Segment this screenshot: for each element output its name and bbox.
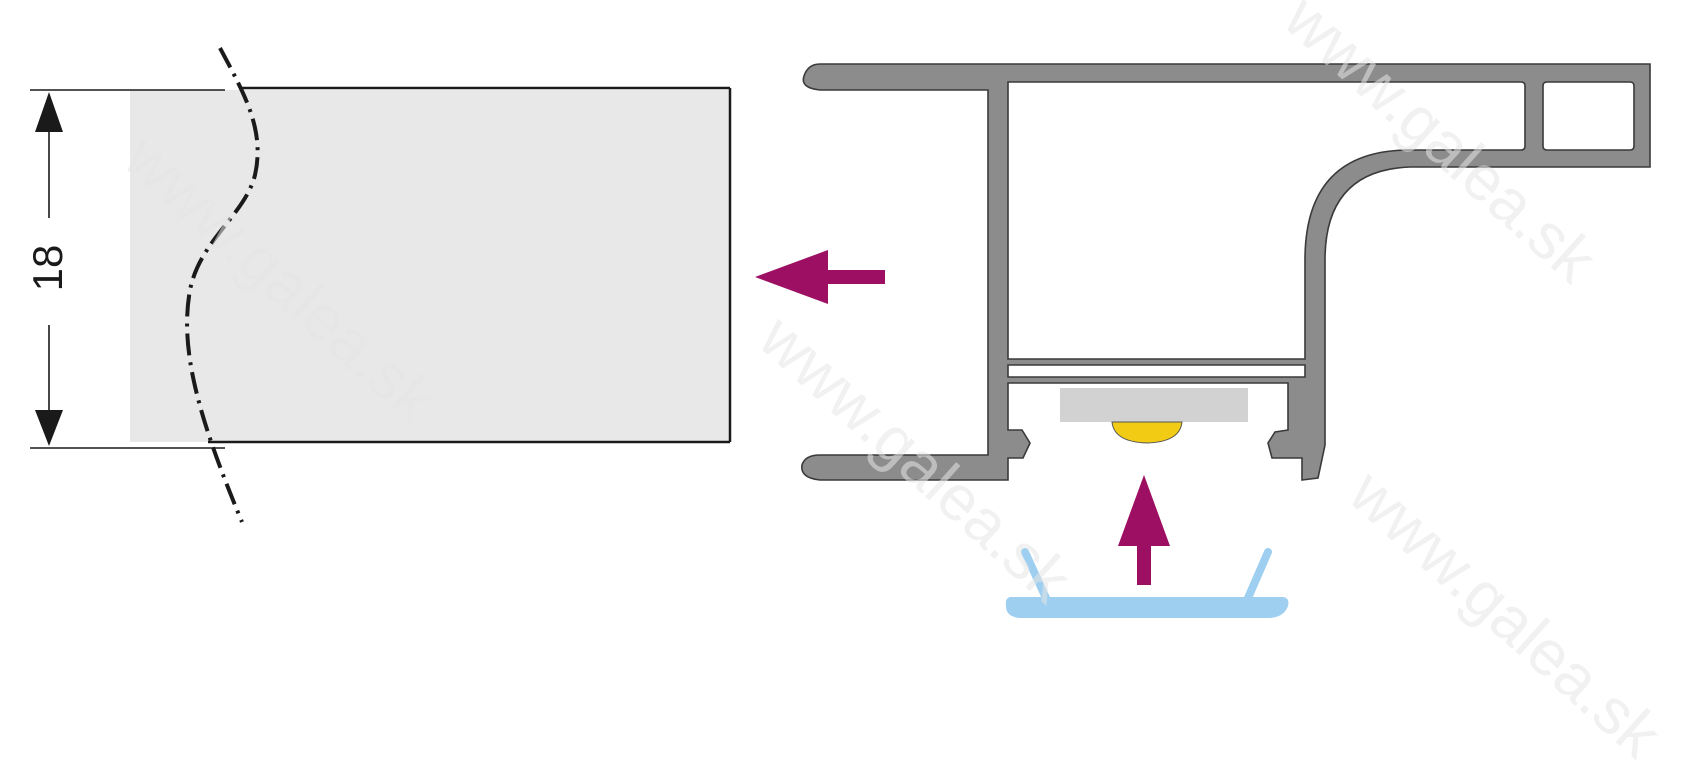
arrow-left-icon — [755, 250, 885, 304]
board-face — [130, 90, 730, 442]
led-strip-pcb — [1060, 388, 1248, 422]
dimension-arrowhead-down-icon — [35, 410, 63, 446]
diagram-canvas: 18 www.galea.sk www.galea.sk www.galea.s… — [24, 0, 1675, 771]
diffuser-cover — [1005, 548, 1289, 618]
led-chip — [1111, 421, 1183, 444]
dimension-annotation: 18 — [24, 89, 225, 449]
led-strip — [1060, 388, 1248, 444]
diffuser-right-clip — [1244, 548, 1272, 602]
dimension-value: 18 — [24, 245, 71, 292]
profile-channel-fill — [1008, 378, 1288, 380]
insert-arrows — [755, 250, 1170, 585]
profile-body — [801, 63, 1651, 481]
diagram-svg: 18 — [24, 47, 1651, 618]
aluminium-profile — [801, 63, 1651, 481]
board — [130, 47, 732, 523]
dimension-arrowhead-up-icon — [35, 92, 63, 132]
diffuser-left-clip — [1021, 548, 1050, 602]
break-line — [185, 47, 260, 523]
diffuser-body — [1005, 597, 1289, 618]
arrow-up-icon — [1118, 475, 1170, 585]
